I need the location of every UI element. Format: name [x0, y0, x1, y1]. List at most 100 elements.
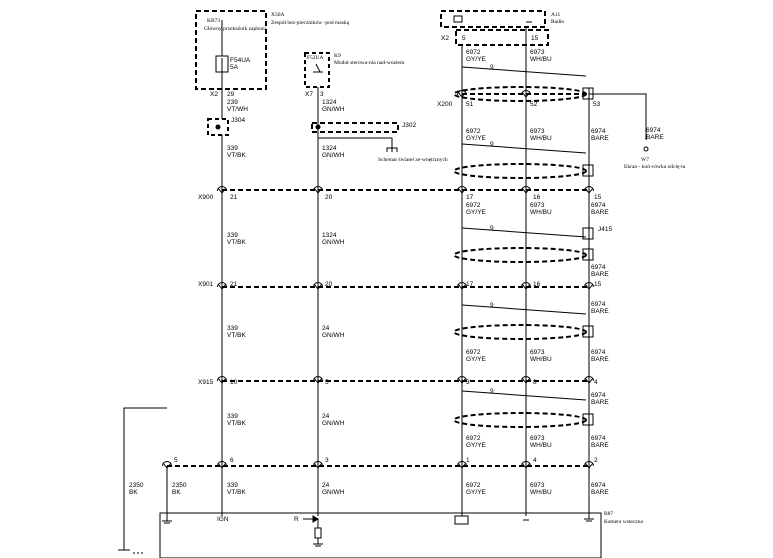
dr-3-color: BARE — [591, 271, 609, 278]
w7-id: W7 — [641, 157, 649, 163]
vp-5-circuit: 6972 — [466, 482, 481, 489]
gnd-circuit: 2350 — [172, 482, 187, 489]
vn-0-color: WH/BU — [530, 56, 552, 63]
vn-3-circuit: 6973 — [530, 349, 545, 356]
wire-gnd-return — [123, 407, 167, 550]
dr-1-circuit: 6974 — [591, 128, 606, 135]
vp-3-circuit: 6972 — [466, 349, 481, 356]
x901-id: X901 — [198, 281, 214, 288]
x200-pin-52: 52 — [530, 101, 538, 108]
ign-5-circuit: 339 — [227, 482, 238, 489]
video-pos-icon — [454, 515, 469, 525]
j304-splice: J304 — [207, 117, 245, 136]
r-4-color: GN/WH — [322, 420, 345, 427]
twist-5: 9 — [490, 388, 494, 395]
k9-id: K9 — [334, 53, 341, 59]
r-3-color: GN/WH — [322, 332, 345, 339]
x915-id: X915 — [198, 379, 214, 386]
vp-3-color: GY/YE — [466, 356, 487, 363]
vp-4-color: GY/YE — [466, 442, 487, 449]
a11-radio: A11 Radio — [440, 10, 564, 28]
x50a-fuse-block: X50A Zespół bez-pieczników -pod maską KR… — [195, 10, 350, 90]
k9-name: Moduł sterowa-nia nad-woziem — [334, 60, 405, 66]
dr-1-color: BARE — [591, 135, 609, 142]
twist-4: 9 — [490, 302, 494, 309]
w7-name: Ekran - koń-cówka odcię-ta — [624, 164, 686, 170]
xb-pin-6: 6 — [230, 457, 234, 464]
x2-top-pin: 29 — [227, 91, 235, 98]
wire-w7 — [589, 93, 647, 140]
x50a-id: X50A — [271, 12, 284, 18]
r-3-circuit: 24 — [322, 325, 330, 332]
camera-pin-ign: IGN — [217, 516, 229, 523]
dr-8-circuit: 6974 — [591, 482, 606, 489]
vn-2-circuit: 6973 — [530, 202, 545, 209]
w7-wire-color: BARE — [646, 134, 664, 141]
dr-4-color: BARE — [591, 308, 609, 315]
a11-name: Radio — [551, 19, 564, 25]
b87-name: Kamera wsteczna — [604, 519, 643, 525]
j415-id: J415 — [598, 226, 612, 233]
vn-5-color: WH/BU — [530, 489, 552, 496]
ign-top-color: VT/WH — [227, 106, 248, 113]
xb-pin-1: 1 — [466, 457, 470, 464]
xb-pin-4: 4 — [533, 457, 537, 464]
ign-1-circuit: 339 — [227, 145, 238, 152]
dr-8-color: BARE — [591, 489, 609, 496]
k9-module: F52UA K9 Moduł sterowa-nia nad-woziem — [304, 52, 405, 88]
x915-pin-8: 8 — [533, 379, 537, 386]
vn-4-color: WH/BU — [530, 442, 552, 449]
vp-2-color: GY/YE — [466, 209, 487, 216]
dr-4-circuit: 6974 — [591, 301, 606, 308]
ign-2-circuit: 339 — [227, 232, 238, 239]
shield-ground-icon — [584, 516, 594, 522]
xb-pin-5: 5 — [174, 457, 178, 464]
x901-pin-21: 21 — [230, 281, 238, 288]
x200-pin-53: 53 — [593, 101, 601, 108]
x50a-name: Zespół bez-pieczników -pod maską — [271, 20, 350, 26]
x2-top-id: X2 — [210, 91, 218, 98]
r-1-circuit: 1324 — [322, 145, 337, 152]
reverse-input-icon — [303, 515, 323, 547]
vp-2-circuit: 6972 — [466, 202, 481, 209]
gnd-color: BK — [172, 489, 181, 496]
vn-2-color: WH/BU — [530, 209, 552, 216]
x915-pin-4: 4 — [594, 379, 598, 386]
x901-pin-16: 16 — [533, 281, 541, 288]
vn-4-circuit: 6973 — [530, 435, 545, 442]
dr-3-circuit: 6974 — [591, 264, 606, 271]
x900-pin-15: 15 — [594, 194, 602, 201]
vp-4-circuit: 6972 — [466, 435, 481, 442]
j302-id: J302 — [402, 122, 416, 129]
r-4-circuit: 24 — [322, 413, 330, 420]
dr-5-circuit: 6974 — [591, 349, 606, 356]
x7-pin: 3 — [320, 91, 324, 98]
x7-id: X7 — [305, 91, 313, 98]
dr-6-circuit: 6974 — [591, 392, 606, 399]
vp-5-color: GY/YE — [466, 489, 487, 496]
r-5-color: GN/WH — [322, 489, 345, 496]
switch-icon — [313, 63, 323, 73]
x2-radio-pin-5: 5 — [462, 35, 466, 42]
r-5-circuit: 24 — [322, 482, 330, 489]
ground-icon — [162, 516, 172, 524]
b87-camera: B87 Kamera wsteczna IGN R — [159, 511, 643, 558]
x200-id: X200 — [437, 101, 453, 108]
vn-1-circuit: 6973 — [530, 128, 545, 135]
dr-7-circuit: 6974 — [591, 435, 606, 442]
ign-2-color: VT/BK — [227, 239, 246, 246]
fuse-id: F54UA — [230, 57, 251, 64]
ign-4-circuit: 339 — [227, 413, 238, 420]
vp-0-circuit: 6972 — [466, 49, 481, 56]
x200-pin-51: 51 — [466, 101, 474, 108]
gnd-ret-color: BK — [129, 489, 138, 496]
x901-pin-17: 17 — [466, 281, 474, 288]
k9-fuse: F52UA — [307, 55, 324, 61]
a11-id: A11 — [551, 12, 561, 18]
vn-3-color: WH/BU — [530, 356, 552, 363]
dr-2-color: BARE — [591, 209, 609, 216]
dr-7-color: BARE — [591, 442, 609, 449]
vn-1-color: WH/BU — [530, 135, 552, 142]
b87-id: B87 — [604, 511, 613, 517]
x2-radio-connector — [455, 29, 549, 46]
